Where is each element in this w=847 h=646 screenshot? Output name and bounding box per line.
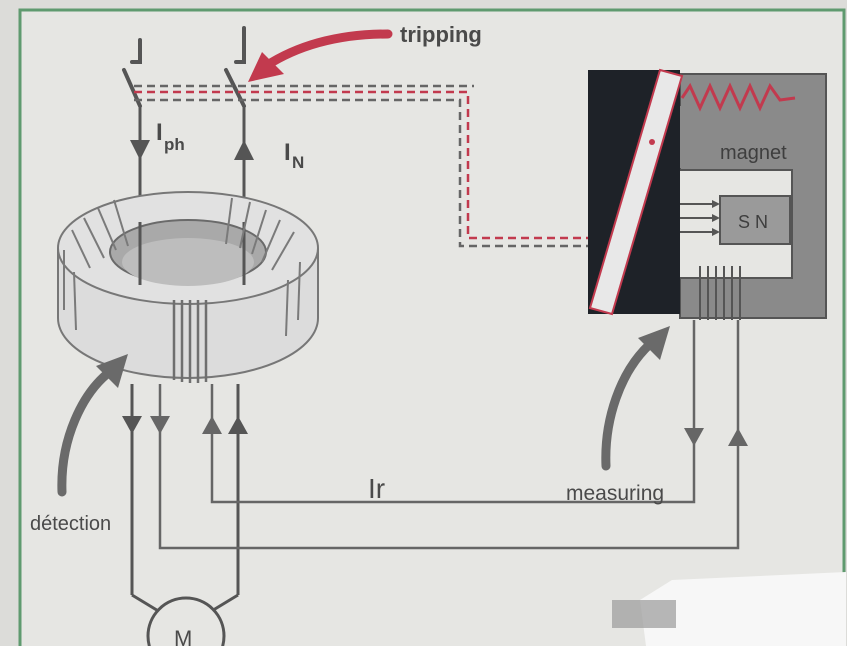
iph-label-main: I: [156, 119, 163, 146]
magnet-label: magnet: [720, 142, 787, 164]
trip-linkage: [134, 84, 588, 248]
motor-phase-arrow-icon: [122, 416, 142, 434]
motor-label: M: [174, 626, 192, 646]
detection-label: détection: [30, 513, 111, 535]
grey-smudge: [612, 600, 676, 628]
trip-armature: [588, 68, 684, 316]
toroid-windings: [63, 197, 301, 337]
motor-neutral-arrow-icon: [228, 416, 248, 434]
detection-arrow: [57, 354, 128, 497]
relay-coil: [699, 266, 741, 320]
phase-contact-hook: [130, 38, 142, 64]
iph-label-sub: ph: [164, 135, 185, 154]
relay-in-arrow-icon: [684, 428, 704, 446]
armature-pivot: [649, 139, 655, 145]
toroid-core: [57, 191, 319, 383]
motor-symbol: [146, 596, 226, 646]
flux-arrows: [680, 203, 712, 233]
magnet-top-bar: [680, 106, 792, 168]
loop-up-arrow-icon: [202, 416, 222, 434]
tripping-label: tripping: [400, 22, 482, 47]
measuring-label: measuring: [566, 482, 664, 505]
measuring-arrow: [601, 326, 670, 471]
sn-label: S N: [738, 212, 768, 232]
relay-out-arrow-icon: [728, 428, 748, 446]
ir-label: Ir: [368, 473, 385, 504]
loop-down-arrow-icon: [150, 416, 170, 434]
white-patch: [640, 572, 846, 646]
in-label-main: I: [284, 139, 291, 166]
armature-spring: [680, 82, 796, 112]
in-label-sub: N: [292, 153, 304, 172]
iph-down-arrow-icon: [130, 140, 150, 160]
relay-assembly: [588, 68, 827, 320]
neutral-contact-hook: [234, 26, 246, 64]
tripping-arrow: [248, 29, 393, 82]
secondary-winding: [172, 300, 208, 383]
in-up-arrow-icon: [234, 140, 254, 160]
permanent-magnet: [719, 195, 791, 245]
